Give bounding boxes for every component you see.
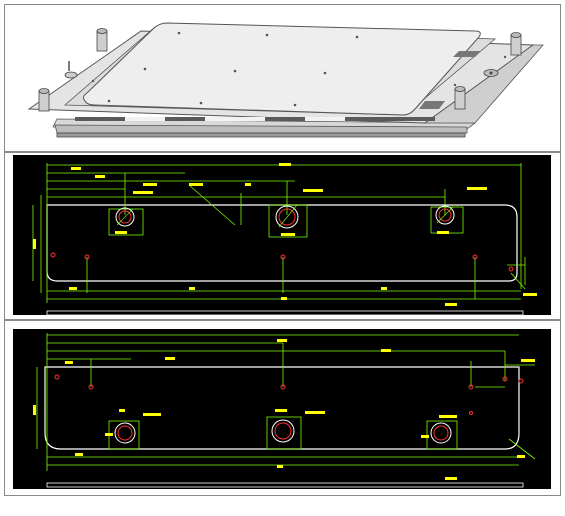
hole-group-center: [266, 409, 325, 450]
standoff-post-front-left: [38, 88, 50, 112]
plate-outline: [46, 204, 518, 282]
standoff-post-back-right: [510, 32, 522, 56]
hole-group-left: [108, 191, 153, 236]
plate-outline: [44, 366, 520, 450]
hole-group-right: [430, 187, 487, 234]
standoff-post-back-left: [96, 28, 108, 52]
small-pin: [64, 61, 78, 79]
standoff-post-front-right: [454, 86, 466, 110]
cad-drawing-1-svg: [13, 155, 551, 316]
cad-drawing-2-svg: [13, 329, 551, 489]
isometric-render-panel: [4, 4, 561, 152]
hole-group-right: [421, 415, 458, 450]
hole-group-left: [105, 409, 161, 450]
plate-assembly-render: [27, 22, 544, 138]
clamp-knob: [483, 69, 499, 77]
cad-drawing-bottom-view: [4, 320, 561, 496]
hole-group-center: [268, 189, 323, 238]
cad-drawing-top-view: [4, 152, 561, 320]
